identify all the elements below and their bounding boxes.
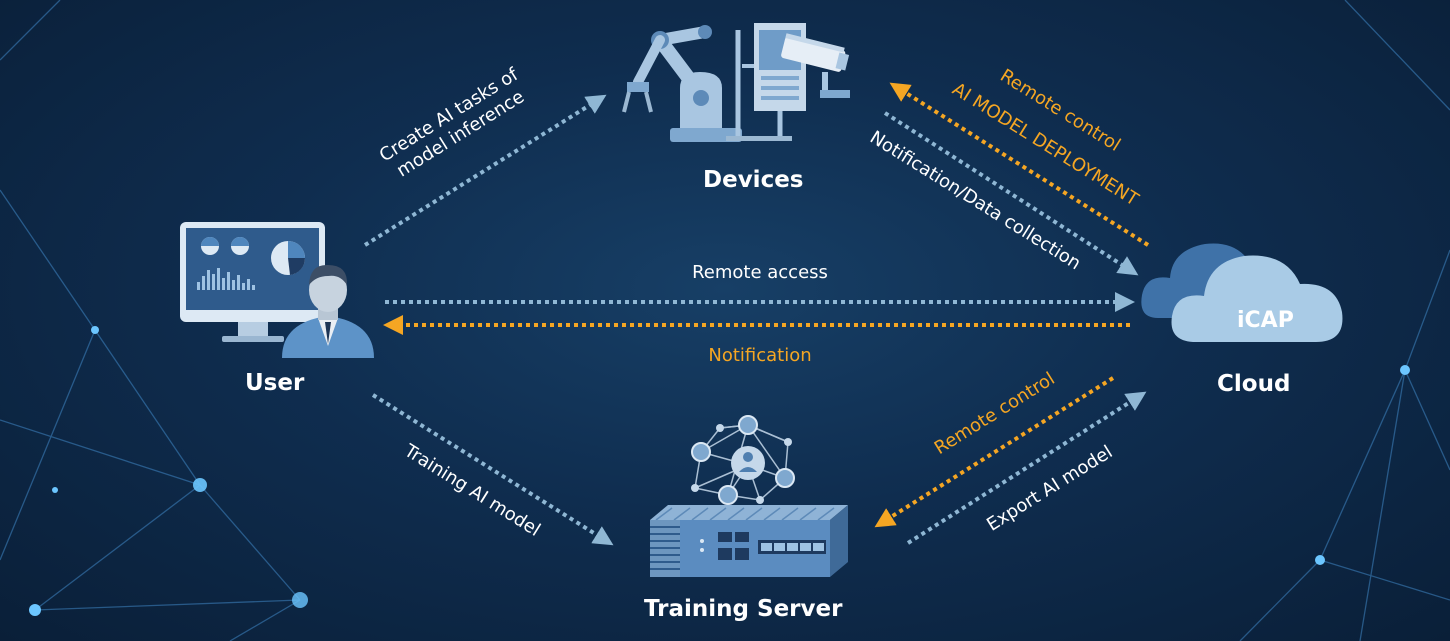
- arrow-cloud-to-server: [874, 376, 1115, 528]
- arrow-devices-to-cloud: [883, 111, 1139, 276]
- arrow-cloud-to-devices: [889, 82, 1150, 247]
- notification-label: Notification: [708, 345, 812, 366]
- cloud-label: Cloud: [1217, 371, 1291, 397]
- arrow-user-to-devices: [363, 94, 607, 247]
- devices-label: Devices: [703, 167, 804, 193]
- remote-access-label: Remote access: [692, 262, 828, 283]
- user-label: User: [245, 370, 305, 396]
- cloud-badge: iCAP: [1237, 308, 1294, 333]
- training-server-label: Training Server: [644, 596, 843, 622]
- arrow-user-to-server: [371, 393, 614, 546]
- arrow-server-to-cloud: [906, 391, 1147, 545]
